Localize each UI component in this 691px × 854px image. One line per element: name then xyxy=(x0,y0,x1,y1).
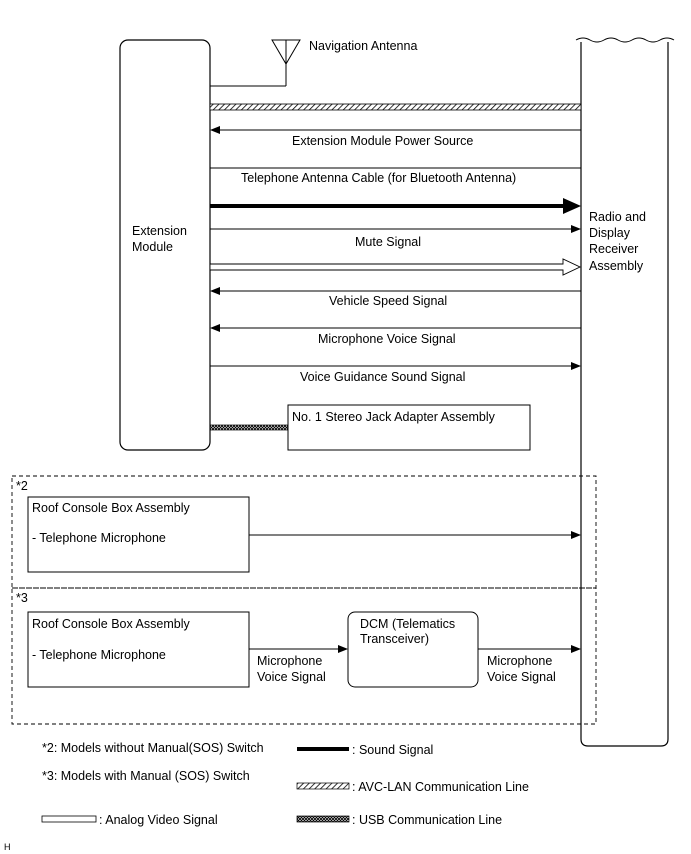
group2-box-title: Roof Console Box Assembly xyxy=(32,501,190,515)
radio-receiver-label-3: Receiver xyxy=(589,242,638,256)
voice-guidance-label: Voice Guidance Sound Signal xyxy=(300,370,465,384)
mute-signal: Mute Signal xyxy=(210,225,581,249)
avc-lan-line xyxy=(209,103,582,111)
power-source-label: Extension Module Power Source xyxy=(292,134,473,148)
legend-usb-label: : USB Communication Line xyxy=(352,813,502,827)
group2-box-sub: - Telephone Microphone xyxy=(32,531,166,545)
legend-sound-label: : Sound Signal xyxy=(352,743,433,757)
microphone-voice-label: Microphone Voice Signal xyxy=(318,332,456,346)
group3-tag: *3 xyxy=(16,591,28,605)
group3-signal2-line1: Microphone xyxy=(487,654,552,668)
sound-signal-line xyxy=(210,198,581,214)
legend-sound-swatch xyxy=(297,747,349,751)
group-with-sos: *3 Roof Console Box Assembly - Telephone… xyxy=(11,587,597,725)
vehicle-speed-label: Vehicle Speed Signal xyxy=(329,294,447,308)
legend-usb-swatch xyxy=(296,815,350,823)
radio-receiver-label-2: Display xyxy=(589,226,631,240)
legend-avc-swatch xyxy=(296,782,350,790)
legend-note3: *3: Models with Manual (SOS) Switch xyxy=(42,769,250,783)
extension-module-box: Extension Module xyxy=(119,39,211,451)
group2-tag: *2 xyxy=(16,479,28,493)
navigation-antenna-label: Navigation Antenna xyxy=(309,39,417,53)
group3-box-sub: - Telephone Microphone xyxy=(32,648,166,662)
power-source-signal: Extension Module Power Source xyxy=(210,126,581,148)
group3-box-title: Roof Console Box Assembly xyxy=(32,617,190,631)
group-without-sos: *2 Roof Console Box Assembly - Telephone… xyxy=(11,475,597,589)
corner-mark: H xyxy=(4,842,11,852)
legend: *2: Models without Manual(SOS) Switch *3… xyxy=(41,741,529,827)
dcm-label-1: DCM (Telematics xyxy=(360,617,455,631)
legend-analog-label: : Analog Video Signal xyxy=(99,813,218,827)
extension-module-label-2: Module xyxy=(132,240,173,254)
group3-signal2-line2: Voice Signal xyxy=(487,670,556,684)
telephone-antenna-cable: Telephone Antenna Cable (for Bluetooth A… xyxy=(210,167,581,185)
legend-analog-swatch xyxy=(41,815,97,823)
voice-guidance-signal: Voice Guidance Sound Signal xyxy=(210,362,581,384)
legend-avc-label: : AVC-LAN Communication Line xyxy=(352,780,529,794)
radio-receiver-label-1: Radio and xyxy=(589,210,646,224)
stereo-jack-adapter-box: No. 1 Stereo Jack Adapter Assembly xyxy=(287,404,531,451)
radio-receiver-label-4: Assembly xyxy=(589,259,644,273)
radio-display-receiver-box: Radio and Display Receiver Assembly xyxy=(575,37,675,747)
stereo-jack-label: No. 1 Stereo Jack Adapter Assembly xyxy=(292,410,496,424)
telephone-antenna-label: Telephone Antenna Cable (for Bluetooth A… xyxy=(241,171,516,185)
microphone-voice-signal: Microphone Voice Signal xyxy=(210,324,581,346)
usb-line xyxy=(209,424,289,431)
group3-signal1-line1: Microphone xyxy=(257,654,322,668)
legend-note2: *2: Models without Manual(SOS) Switch xyxy=(42,741,264,755)
extension-module-label-1: Extension xyxy=(132,224,187,238)
group3-signal1-line2: Voice Signal xyxy=(257,670,326,684)
vehicle-speed-signal: Vehicle Speed Signal xyxy=(210,287,581,308)
analog-video-signal xyxy=(209,258,582,276)
dcm-label-2: Transceiver) xyxy=(360,632,429,646)
mute-signal-label: Mute Signal xyxy=(355,235,421,249)
navigation-antenna: Navigation Antenna xyxy=(210,39,417,87)
